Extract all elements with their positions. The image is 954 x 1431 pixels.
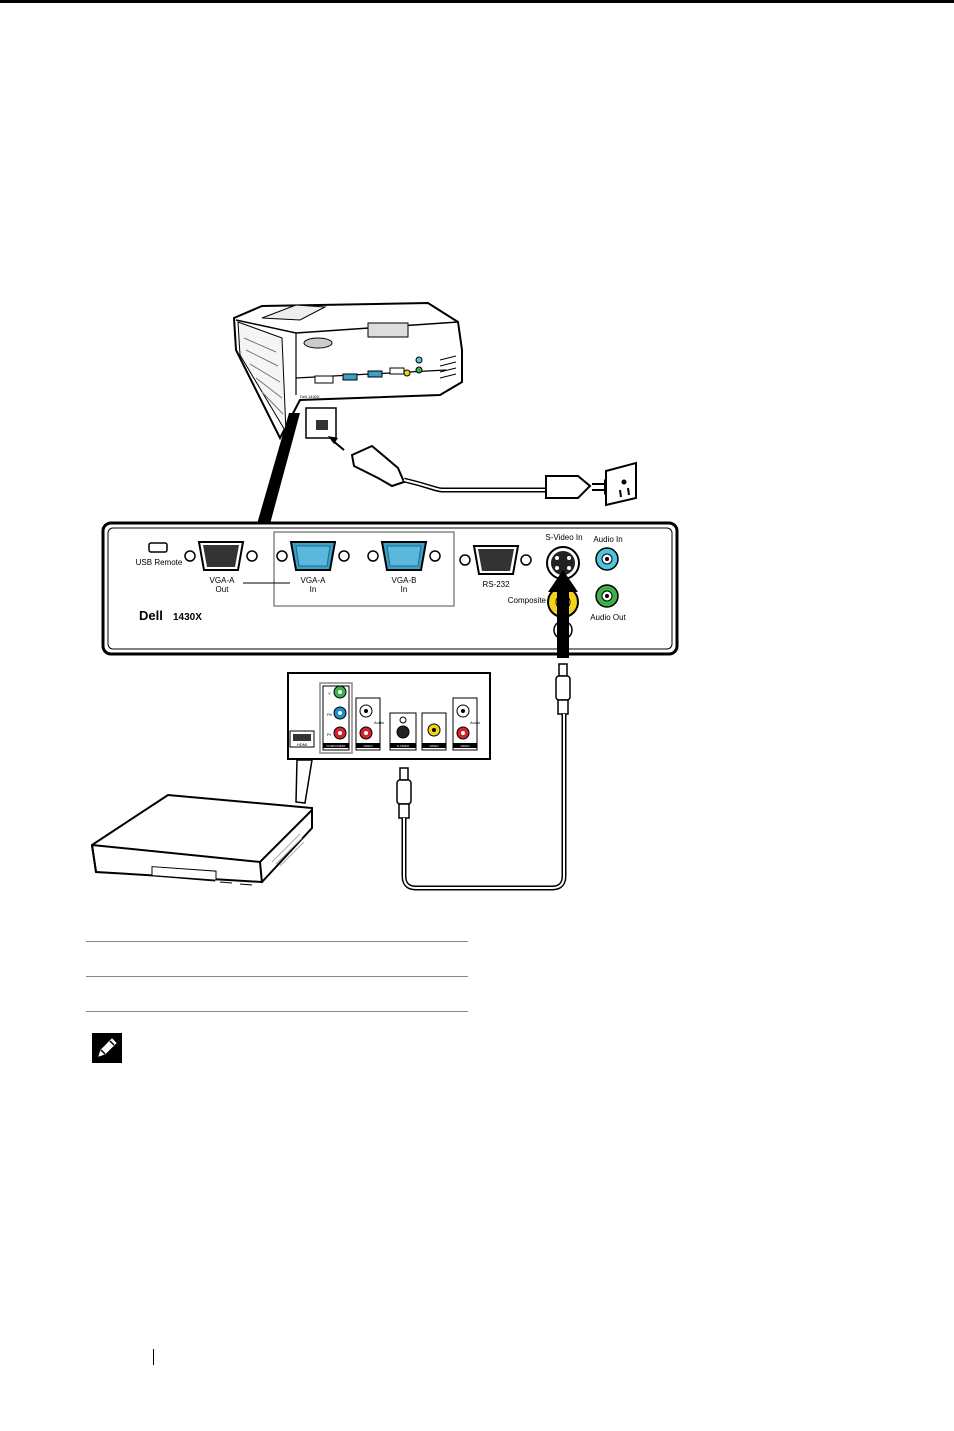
- vga-b-in-label: VGA-B: [392, 576, 417, 585]
- vga-a-out-sublabel: Out: [216, 585, 230, 594]
- brand-logo: Dell: [139, 608, 163, 623]
- component-label: COMPONENT: [326, 744, 346, 748]
- video2-label: VIDEO: [429, 744, 439, 748]
- usb-remote-port: [149, 543, 167, 552]
- legend-row: [86, 942, 468, 977]
- rs232-label: RS-232: [482, 580, 510, 589]
- zoom-lines-device: [296, 760, 312, 803]
- video1-label: VIDEO: [363, 744, 373, 748]
- pr-label: Pr: [327, 732, 332, 737]
- audio1-label: Audio: [374, 720, 385, 725]
- vga-a-out-label: VGA-A: [210, 576, 236, 585]
- vga-b-in-sublabel: In: [401, 585, 408, 594]
- svg-text:Dell 1430X: Dell 1430X: [300, 394, 320, 399]
- legend-row: [86, 977, 468, 1012]
- audio-out-port: [596, 585, 618, 607]
- svideo-in-label: S-Video In: [545, 533, 582, 542]
- legend-row-number: [86, 977, 141, 1012]
- legend-row-number: [86, 942, 141, 977]
- source-device-panel: HDMI Y Pb Pr COMPONENT Audio VIDEO S-VID…: [288, 673, 490, 759]
- note-pencil-icon: [92, 1033, 122, 1063]
- legend-row-text: [141, 942, 468, 977]
- hdmi-label: HDMI: [297, 742, 307, 747]
- audio2-label: Audio: [470, 720, 481, 725]
- connection-diagram: Dell 1430X USB Remote: [0, 0, 954, 930]
- projector: Dell 1430X: [234, 303, 462, 438]
- legend-row-text: [141, 977, 468, 1012]
- svideo-source-label: S-VIDEO: [397, 744, 410, 748]
- audio-out-label: Audio Out: [590, 613, 626, 622]
- power-cord: [328, 436, 636, 505]
- audio-in-label: Audio In: [593, 535, 622, 544]
- pb-label: Pb: [327, 712, 333, 717]
- y-label: Y: [328, 691, 331, 696]
- legend-table: [86, 941, 468, 1012]
- dvd-player: [92, 795, 312, 885]
- page-number-divider: [153, 1349, 154, 1365]
- usb-remote-label: USB Remote: [136, 558, 183, 567]
- video3-label: VIDEO: [460, 744, 470, 748]
- vga-a-in-sublabel: In: [310, 585, 317, 594]
- vga-a-in-label: VGA-A: [301, 576, 327, 585]
- composite-label: Composite: [508, 596, 547, 605]
- audio-in-port: [596, 548, 618, 570]
- rear-panel: USB Remote VGA-A Out VGA-A In VGA-B In: [103, 523, 677, 654]
- model-number: 1430X: [173, 612, 202, 623]
